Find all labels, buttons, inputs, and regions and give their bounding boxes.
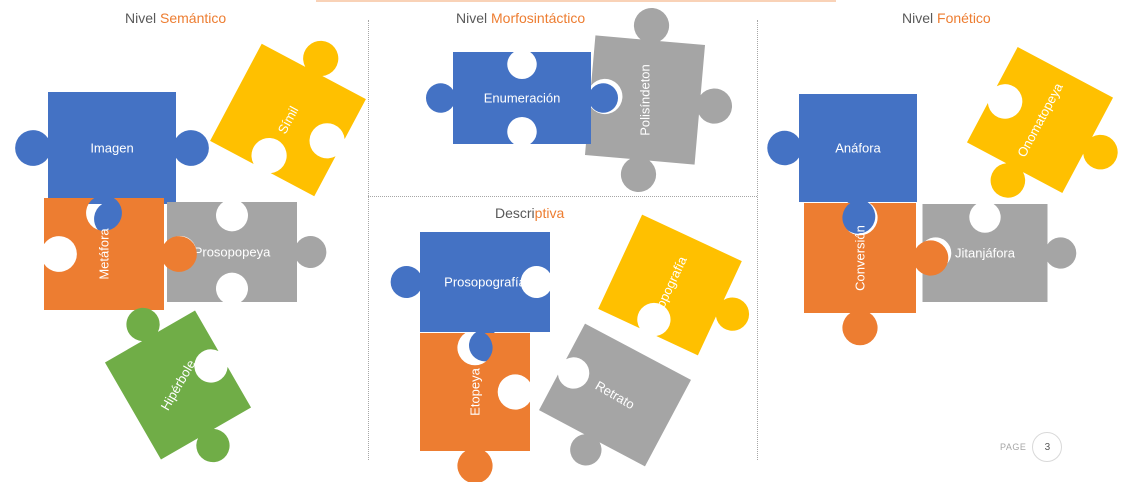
heading-accent: Morfosintáctico xyxy=(491,10,586,26)
divider-left xyxy=(368,20,369,460)
puzzle-label-enumeracion: Enumeración xyxy=(484,91,561,106)
heading-accent: ptiva xyxy=(534,205,565,221)
puzzle-label-conversion: Conversión xyxy=(853,225,868,291)
heading-prefix: Descri xyxy=(495,205,535,221)
page-label: PAGE xyxy=(1000,442,1027,452)
heading-nivel-semantico: Nivel Semántico xyxy=(125,10,226,26)
puzzle-piece-anafora: Anáfora xyxy=(767,94,917,234)
puzzle-shape-etopeya xyxy=(420,333,530,482)
puzzle-label-polisindeton: Polisíndeton xyxy=(638,64,653,136)
heading-prefix: Nivel xyxy=(902,10,938,26)
heading-accent: Semántico xyxy=(160,10,227,26)
heading-descriptiva: Descriptiva xyxy=(495,205,564,221)
heading-nivel-morfosintactico: Nivel Morfosintáctico xyxy=(456,10,585,26)
puzzle-piece-onomatopeya: Onomatopeya xyxy=(966,46,1118,198)
puzzle-piece-polisindeton: Polisíndeton xyxy=(584,8,732,192)
puzzle-piece-etopeya: Etopeya xyxy=(420,333,530,482)
puzzle-label-imagen: Imagen xyxy=(90,141,133,156)
puzzle-shape-conversion xyxy=(804,203,949,346)
puzzle-piece-metafora: Metáfora xyxy=(44,198,197,310)
puzzle-shape-hiperbole xyxy=(104,307,252,463)
heading-nivel-fonetico: Nivel Fonético xyxy=(902,10,991,26)
puzzle-shape-retrato xyxy=(539,323,691,467)
heading-prefix: Nivel xyxy=(125,10,161,26)
puzzle-shape-onomatopeya xyxy=(966,46,1118,198)
puzzle-label-metafora: Metáfora xyxy=(97,228,112,280)
puzzle-piece-retrato: Retrato xyxy=(539,323,691,467)
puzzle-piece-conversion: Conversión xyxy=(804,203,949,346)
divider-right xyxy=(757,20,758,460)
puzzle-piece-jitanjafora: Jitanjáfora xyxy=(922,204,1077,302)
puzzle-shape-anafora xyxy=(767,94,917,234)
puzzle-shape-prosopopeya xyxy=(167,202,327,302)
puzzle-piece-enumeracion: Enumeración xyxy=(425,52,619,144)
puzzle-label-prosopopeya: Prosopopeya xyxy=(194,245,271,260)
puzzle-label-etopeya: Etopeya xyxy=(468,367,483,415)
puzzle-shape-topografia xyxy=(598,214,750,356)
puzzle-label-jitanjafora: Jitanjáfora xyxy=(955,246,1016,261)
puzzle-shape-simil xyxy=(210,40,366,197)
puzzle-shape-jitanjafora xyxy=(922,204,1077,302)
heading-prefix: Nivel xyxy=(456,10,492,26)
divider-middle xyxy=(368,196,757,197)
puzzle-label-anafora: Anáfora xyxy=(835,141,881,156)
puzzle-shape-polisindeton xyxy=(584,8,732,192)
puzzle-shape-prosopografia xyxy=(390,232,550,362)
page-number: 3 xyxy=(1032,432,1063,462)
title-remnant-bar xyxy=(316,0,836,2)
puzzle-piece-hiperbole: Hipérbole xyxy=(104,307,252,463)
page-indicator: PAGE 3 xyxy=(1000,430,1063,464)
heading-accent: Fonético xyxy=(937,10,991,26)
puzzle-piece-simil: Símil xyxy=(210,40,366,197)
puzzle-piece-prosopopeya: Prosopopeya xyxy=(167,202,327,302)
puzzle-piece-topografia: Topografía xyxy=(598,214,750,356)
puzzle-shape-enumeracion xyxy=(425,52,619,144)
puzzle-label-prosopografia: Prosopografía xyxy=(444,275,526,290)
puzzle-piece-prosopografia: Prosopografía xyxy=(390,232,550,362)
puzzle-shape-metafora xyxy=(44,198,197,310)
